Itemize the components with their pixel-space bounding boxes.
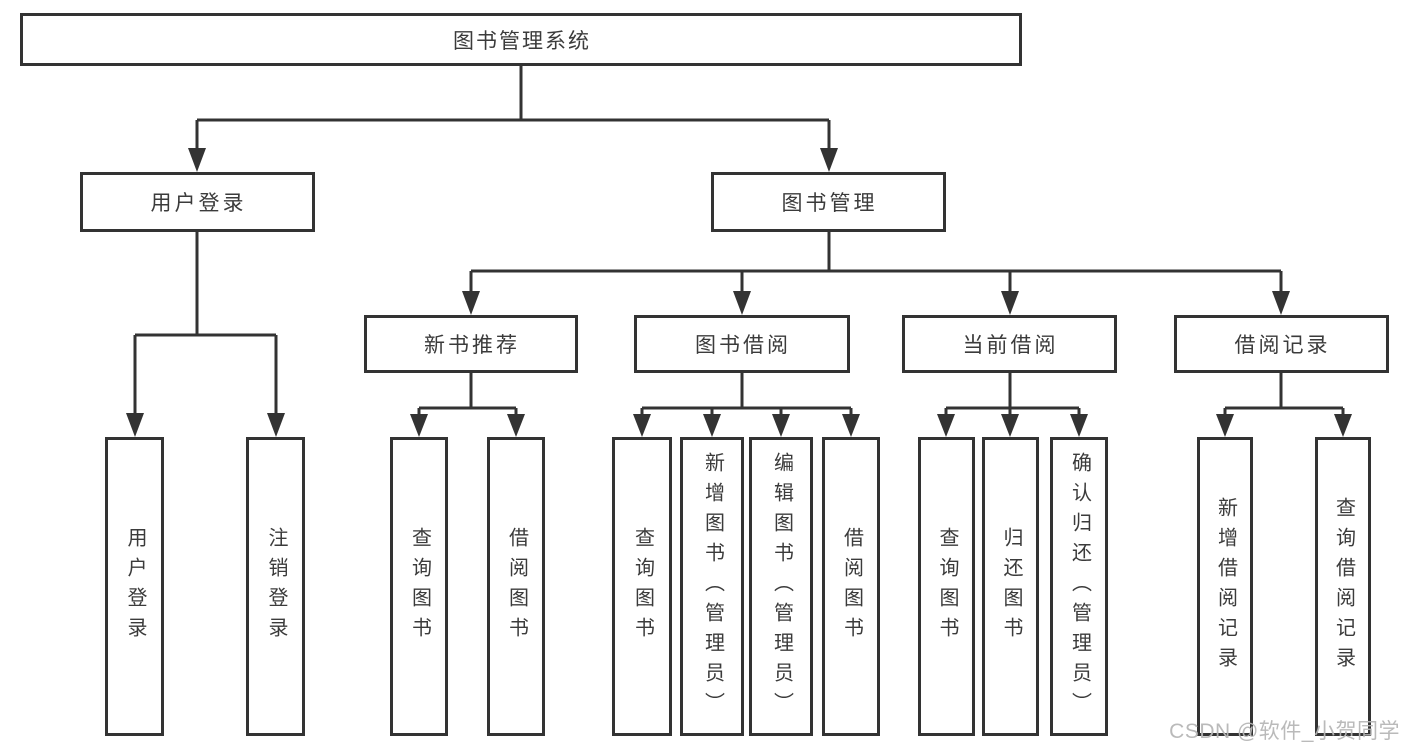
node-label: 查询图书 bbox=[631, 526, 654, 647]
node-label: 借阅图书 bbox=[840, 526, 863, 647]
csdn-watermark: CSDN @软件_小贺同学 bbox=[1169, 720, 1400, 743]
connector-book-management bbox=[462, 232, 1290, 315]
node-book-management: 图书管理 bbox=[711, 172, 946, 232]
node-leaf-query-books-recommend: 查询图书 bbox=[390, 437, 448, 736]
node-leaf-add-borrow-record: 新增借阅记录 bbox=[1197, 437, 1253, 736]
node-leaf-logout: 注销登录 bbox=[246, 437, 305, 736]
node-label: 图书借阅 bbox=[695, 334, 791, 357]
node-leaf-query-books-borrowing: 查询图书 bbox=[612, 437, 672, 736]
node-leaf-confirm-return-admin: 确认归还（管理员） bbox=[1050, 437, 1108, 736]
node-book-borrowing: 图书借阅 bbox=[634, 315, 850, 373]
connector-new-book-recommend bbox=[410, 373, 525, 437]
connector-current-borrowing bbox=[937, 373, 1088, 437]
node-leaf-edit-books-admin: 编辑图书（管理员） bbox=[749, 437, 813, 736]
node-leaf-query-borrow-record: 查询借阅记录 bbox=[1315, 437, 1371, 736]
node-label: 查询图书 bbox=[936, 526, 958, 647]
node-label: 借阅图书 bbox=[505, 526, 528, 647]
node-label: 确认归还（管理员） bbox=[1068, 451, 1091, 722]
node-label: 图书管理系统 bbox=[453, 29, 591, 53]
node-label: 当前借阅 bbox=[962, 334, 1059, 357]
node-label: 用户登录 bbox=[124, 526, 146, 647]
node-leaf-user-login: 用户登录 bbox=[105, 437, 164, 736]
node-label: 用户登录 bbox=[150, 192, 247, 215]
node-label: 注销登录 bbox=[265, 526, 287, 647]
node-label: 新增借阅记录 bbox=[1214, 496, 1237, 677]
node-label: 查询图书 bbox=[408, 526, 431, 647]
node-borrowing-records: 借阅记录 bbox=[1174, 315, 1389, 373]
node-current-borrowing: 当前借阅 bbox=[902, 315, 1117, 373]
node-leaf-add-books-admin: 新增图书（管理员） bbox=[680, 437, 744, 736]
node-label: 新书推荐 bbox=[424, 334, 520, 357]
node-leaf-query-books-current: 查询图书 bbox=[918, 437, 975, 736]
node-leaf-borrow-books-borrowing: 借阅图书 bbox=[822, 437, 880, 736]
node-label: 编辑图书（管理员） bbox=[770, 451, 793, 722]
node-label: 借阅记录 bbox=[1234, 334, 1331, 357]
node-root: 图书管理系统 bbox=[20, 13, 1022, 66]
node-label: 归还图书 bbox=[1000, 526, 1022, 647]
connector-user-login bbox=[126, 232, 285, 437]
node-user-login: 用户登录 bbox=[80, 172, 315, 232]
node-new-book-recommend: 新书推荐 bbox=[364, 315, 578, 373]
node-leaf-borrow-books-recommend: 借阅图书 bbox=[487, 437, 545, 736]
connector-book-borrowing bbox=[633, 373, 860, 437]
connector-root bbox=[188, 66, 838, 172]
node-leaf-return-books: 归还图书 bbox=[982, 437, 1039, 736]
node-label: 查询借阅记录 bbox=[1332, 496, 1355, 677]
node-label: 图书管理 bbox=[781, 192, 878, 215]
connector-borrowing-records bbox=[1216, 373, 1352, 437]
node-label: 新增图书（管理员） bbox=[701, 451, 724, 722]
